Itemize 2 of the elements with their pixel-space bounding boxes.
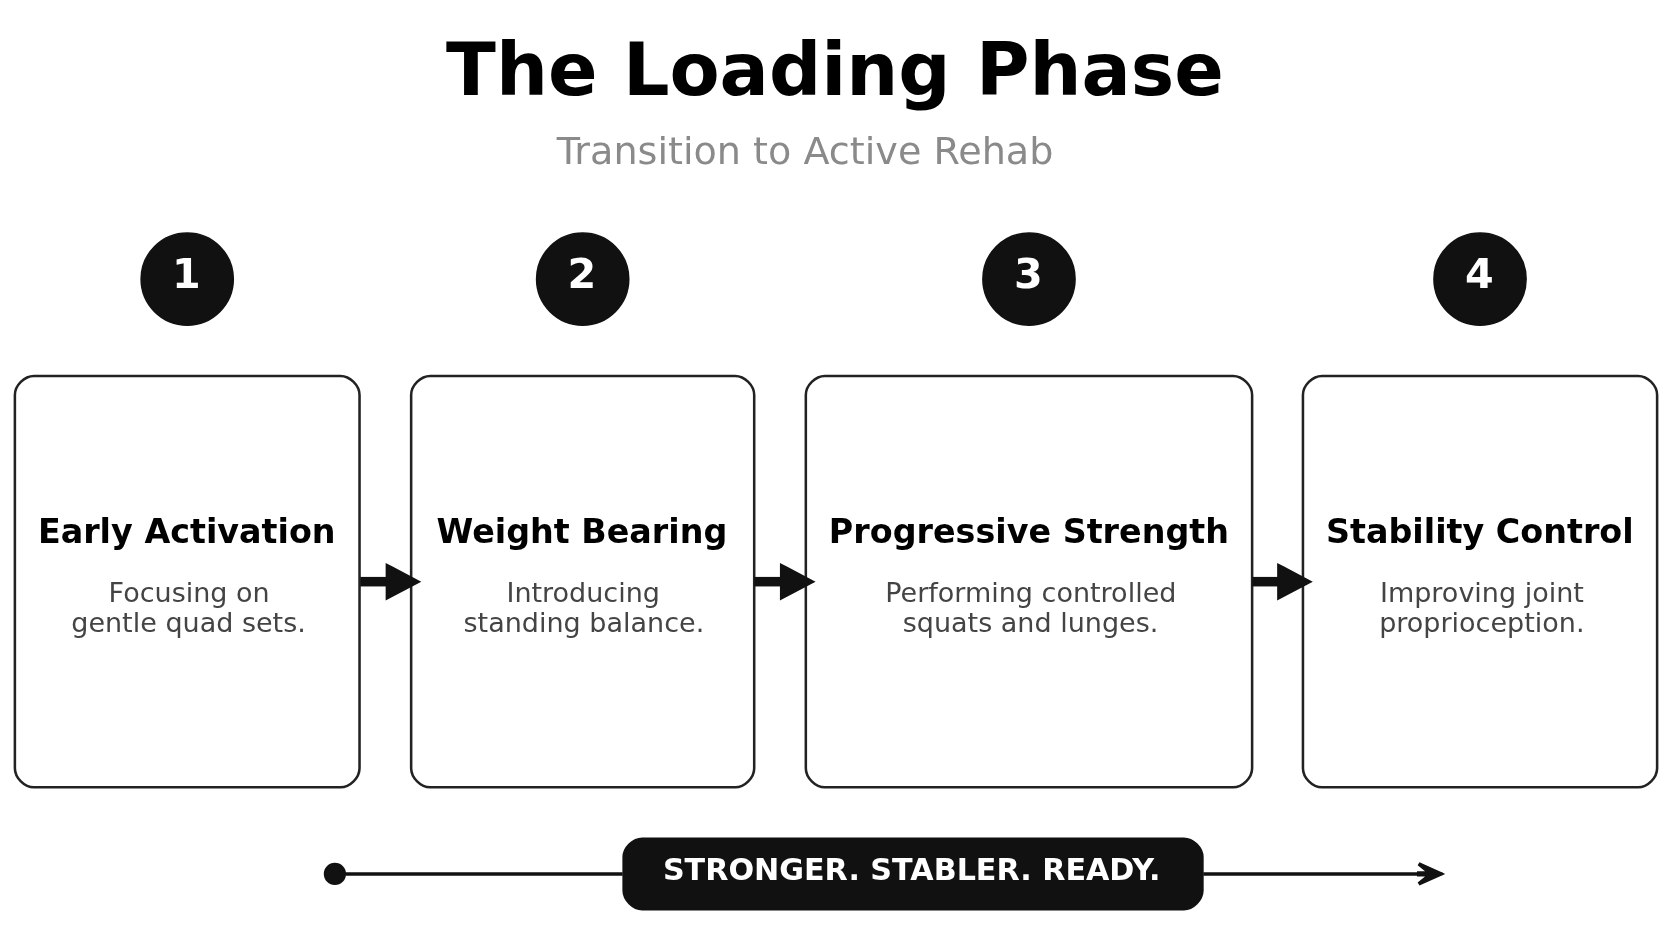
diagram-title: The Loading Phase (446, 26, 1224, 112)
label: Transition to Active Rehab (556, 128, 1054, 173)
